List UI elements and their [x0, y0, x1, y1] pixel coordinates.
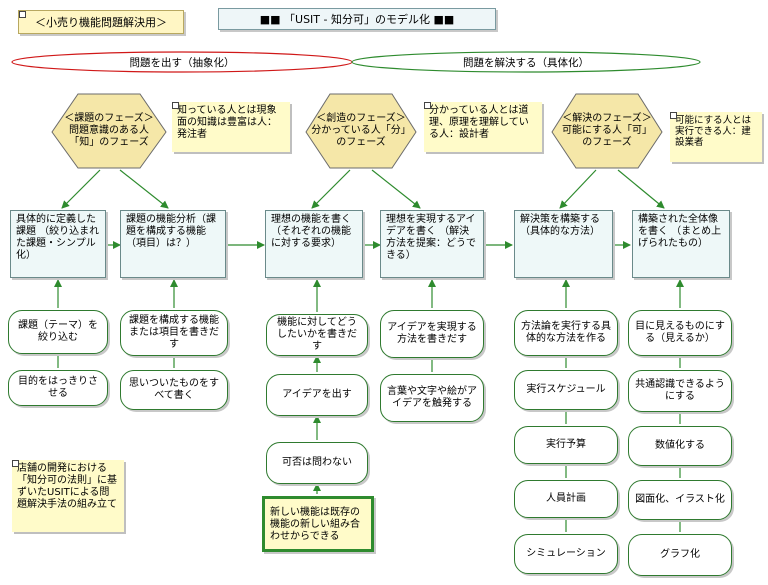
solution-range-ellipse	[351, 51, 701, 73]
step-write-wishes: 機能に対してどうしたいかを書きだす	[266, 314, 368, 356]
solution-range-label: 問題を解決する（具体化）	[463, 57, 589, 69]
step-budget: 実行予算	[514, 426, 618, 464]
highlight-new-function: 新しい機能は既存の機能の新しい組み合わせからできる	[262, 496, 374, 552]
note-method-summary: 店舗の開発における「知分可の法則」に基ずいたUSITによる問題解決手法の組み立て	[12, 460, 124, 532]
phase-hexagon-2	[305, 93, 417, 169]
problem-range-label: 問題を出す（抽象化）	[129, 57, 235, 69]
step-write-all-ideas: 思いついたものをすべて書く	[120, 370, 228, 410]
phase-2-line-1: ＜創造のフェーズ＞	[316, 113, 406, 124]
note-text: 分かっている人とは道理、原理を理解している人：設計者	[429, 105, 529, 140]
tag-text: ＜小売り機能問題解決用＞	[35, 16, 167, 29]
note-text: 可能にする人とは実行できる人：建設業者	[675, 115, 752, 148]
step-simulation: シミュレーション	[514, 534, 618, 574]
phase-3-line-2: 可能にする人「可」	[561, 125, 653, 136]
step-realization-method: アイデアを実現する方法を書きだす	[380, 310, 484, 358]
step-staffing: 人員計画	[514, 480, 618, 518]
step-graphs: グラフ化	[628, 534, 732, 576]
note-enabling-person: 可能にする人とは実行できる人：建設業者	[670, 112, 762, 162]
phase-1-line-2: 問題意識のある人	[69, 125, 149, 136]
note-marker-icon	[424, 102, 431, 109]
phase-1-line-1: ＜課題のフェーズ＞	[64, 113, 154, 124]
diagram-title: ■■ 「USIT - 知分可」のモデル化 ■■	[218, 8, 496, 30]
tag-marker-icon	[19, 11, 26, 18]
phase-1-line-3: 「知」のフェーズ	[69, 137, 149, 148]
phase-label-2: ＜創造のフェーズ＞ 分かっている人「分」 のフェーズ	[306, 113, 416, 149]
note-knowing-person: 知っている人とは現象面の知識は豊富は人：発注者	[172, 102, 290, 152]
note-marker-icon	[172, 102, 179, 109]
note-text: 店舗の開発における「知分可の法則」に基ずいたUSITによる問題解決手法の組み立て	[17, 463, 117, 510]
note-marker-icon	[12, 460, 19, 467]
main-box-defined-problem: 具体的に定義した課題 （絞り込まれた課題・シンプル化）	[10, 210, 106, 278]
phase-hexagon-1	[51, 93, 167, 169]
phase-3-line-1: ＜解決のフェーズ＞	[562, 113, 652, 124]
phase-2-line-2: 分かっている人「分」	[311, 125, 411, 136]
phase-hexagon-3	[551, 93, 663, 169]
main-box-function-analysis: 課題の機能分析（課題を構成する機能（項目）は？）	[120, 210, 226, 278]
main-box-build-solution: 解決策を構築する（具体的な方法）	[514, 210, 613, 278]
main-box-ideal-function: 理想の機能を書く（それぞれの機能に対する要求）	[265, 210, 363, 278]
step-generate-ideas: アイデアを出す	[266, 374, 368, 416]
step-schedule: 実行スケジュール	[514, 370, 618, 410]
note-understanding-person: 分かっている人とは道理、原理を理解している人：設計者	[424, 102, 542, 152]
phase-label-1: ＜課題のフェーズ＞ 問題意識のある人 「知」のフェーズ	[52, 113, 166, 149]
step-clarify-purpose: 目的をはっきりさせる	[8, 370, 108, 406]
tag-label: ＜小売り機能問題解決用＞	[18, 10, 184, 34]
step-quantify: 数値化する	[628, 426, 732, 466]
step-drawings: 図面化、イラスト化	[628, 480, 732, 520]
note-text: 知っている人とは現象面の知識は豊富は人：発注者	[177, 105, 277, 140]
phase-2-line-3: のフェーズ	[336, 137, 386, 148]
step-no-judgement: 可否は問わない	[266, 442, 368, 484]
phase-3-line-3: のフェーズ	[582, 137, 632, 148]
step-make-visible: 目に見えるものにする（見えるか）	[628, 310, 732, 356]
note-marker-icon	[670, 112, 677, 119]
main-box-built-overview: 構築された全体像を書く （まとめ上げられたもの）	[632, 210, 730, 278]
step-create-method: 方法論を実行する具体的な方法を作る	[514, 310, 618, 356]
step-narrow-theme: 課題（テーマ）を絞り込む	[8, 310, 108, 354]
step-shared-understanding: 共通認識できるようにする	[628, 370, 732, 412]
step-trigger-ideas: 言葉や文字や絵がアイデアを触発する	[380, 374, 484, 422]
main-box-realize-ideal: 理想を実現するアイデアを書く （解決方法を提案：どうできる）	[380, 210, 484, 278]
phase-label-3: ＜解決のフェーズ＞ 可能にする人「可」 のフェーズ	[552, 113, 662, 149]
step-write-functions: 課題を構成する機能または項目を書きだす	[120, 310, 228, 356]
